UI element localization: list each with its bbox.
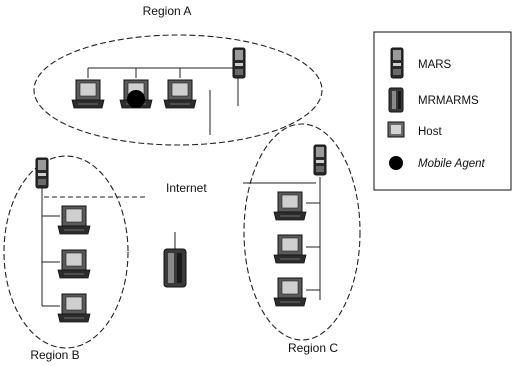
region-b-label: Region B (30, 348, 79, 362)
region-a-mars-icon (232, 47, 246, 79)
region-b-host-2-icon (57, 249, 91, 279)
legend-mrmarms-icon (388, 87, 404, 113)
legend-mars-label: MARS (418, 59, 452, 71)
region-c-boundary (243, 123, 361, 341)
region-a-links (87, 67, 239, 135)
internet-label: Internet (166, 181, 207, 195)
legend-agent-icon (389, 156, 403, 170)
region-b-links (41, 188, 145, 307)
region-a-boundary (33, 34, 323, 146)
region-a-host-2-icon (163, 79, 197, 109)
region-c-label: Region C (288, 341, 338, 355)
legend-host-icon (387, 121, 405, 138)
region-b-boundary (3, 155, 129, 349)
region-b-host-3-icon (57, 293, 91, 323)
region-c-mars-icon (313, 144, 327, 176)
legend-host-label: Host (418, 126, 442, 138)
region-c-host-1-icon (273, 191, 307, 221)
central-mrmarms-icon (163, 248, 187, 288)
region-b-host-1-icon (57, 205, 91, 235)
region-b-mars-icon (35, 157, 49, 189)
legend-agent-label: Mobile Agent (418, 158, 486, 170)
legend: MARS MRMARMS Host Mobile Agent (373, 31, 512, 191)
region-c-host-2-icon (273, 234, 307, 264)
region-a-host-1-icon (71, 79, 105, 109)
region-a-agent-host-icon (119, 79, 153, 109)
region-a-label: Region A (143, 4, 192, 18)
legend-mars-icon (390, 47, 404, 79)
legend-mrmarms-label: MRMARMS (418, 95, 479, 107)
region-c-host-3-icon (273, 277, 307, 307)
region-c-links (243, 177, 321, 300)
